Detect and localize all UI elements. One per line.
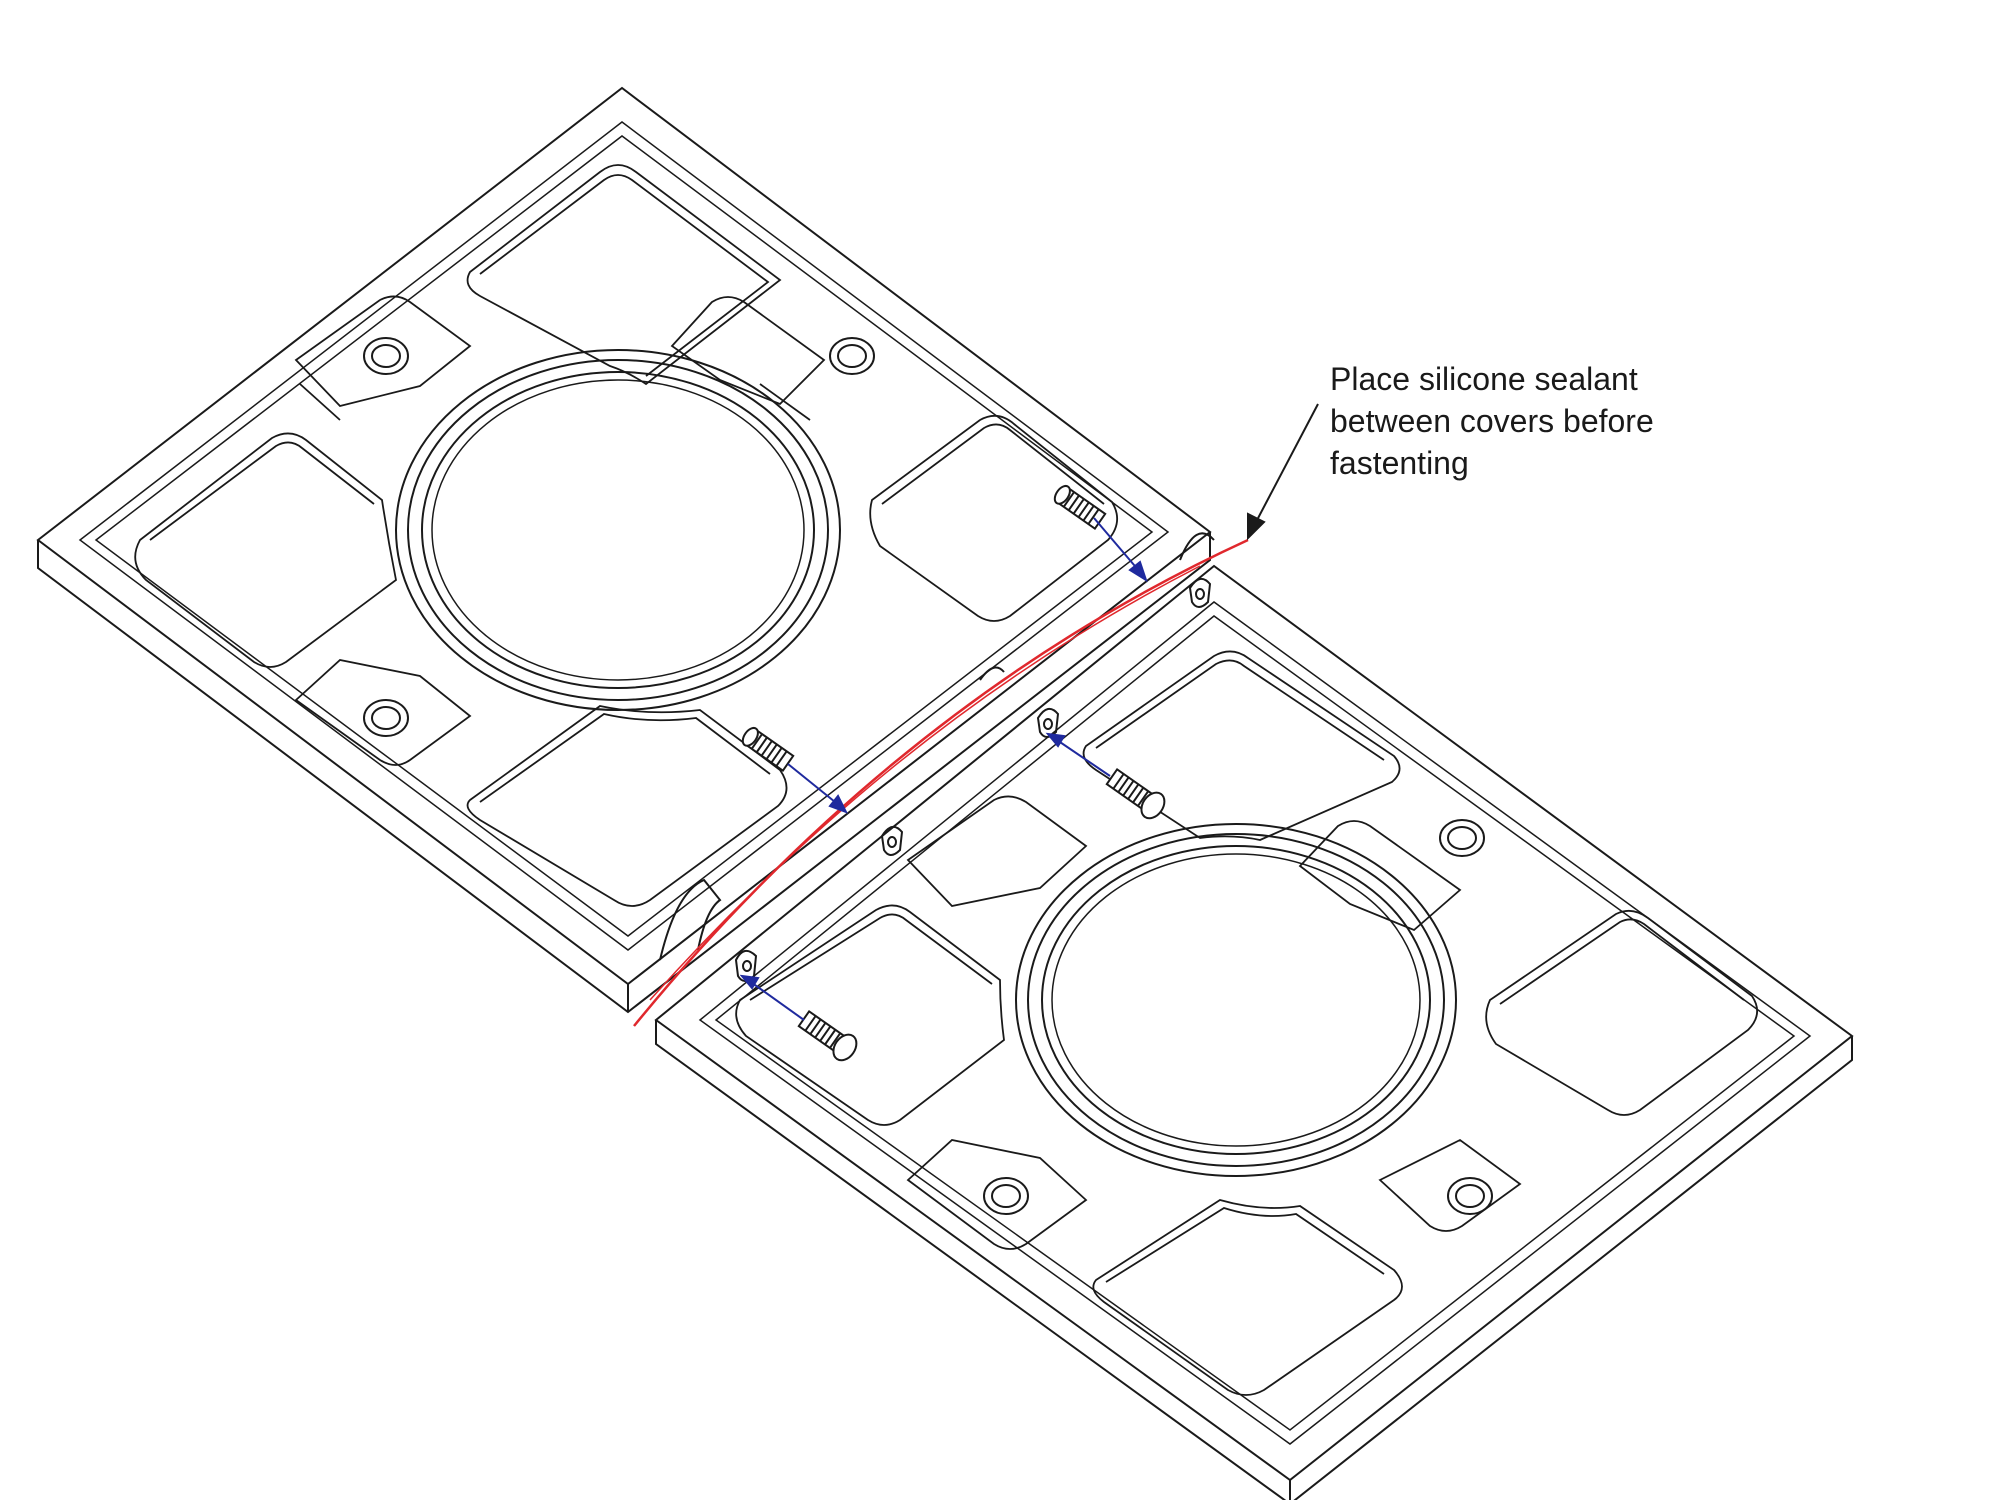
- sealant-bead: [633, 538, 1249, 1027]
- right-cover: [654, 564, 1854, 1500]
- sealant-bead-lower: [649, 565, 1201, 1001]
- left-cover: [36, 86, 1215, 1014]
- callout-leader: [1247, 403, 1319, 541]
- right-pocket: [735, 650, 1758, 1396]
- left-pocket: [134, 164, 1118, 907]
- annotation-line: between covers before: [1330, 403, 1654, 439]
- mounting-tab: [734, 577, 1212, 982]
- annotation-line: fastenting: [1330, 445, 1469, 481]
- left-speaker-ring: [395, 349, 841, 711]
- right-speaker-ring: [1015, 823, 1457, 1177]
- right-boss: [983, 819, 1493, 1215]
- sealant-annotation: Place silicone sealant between covers be…: [1330, 358, 1660, 484]
- fastener-path: [739, 517, 1148, 1021]
- left-boss: [363, 337, 875, 737]
- annotation-line: Place silicone sealant: [1330, 361, 1638, 397]
